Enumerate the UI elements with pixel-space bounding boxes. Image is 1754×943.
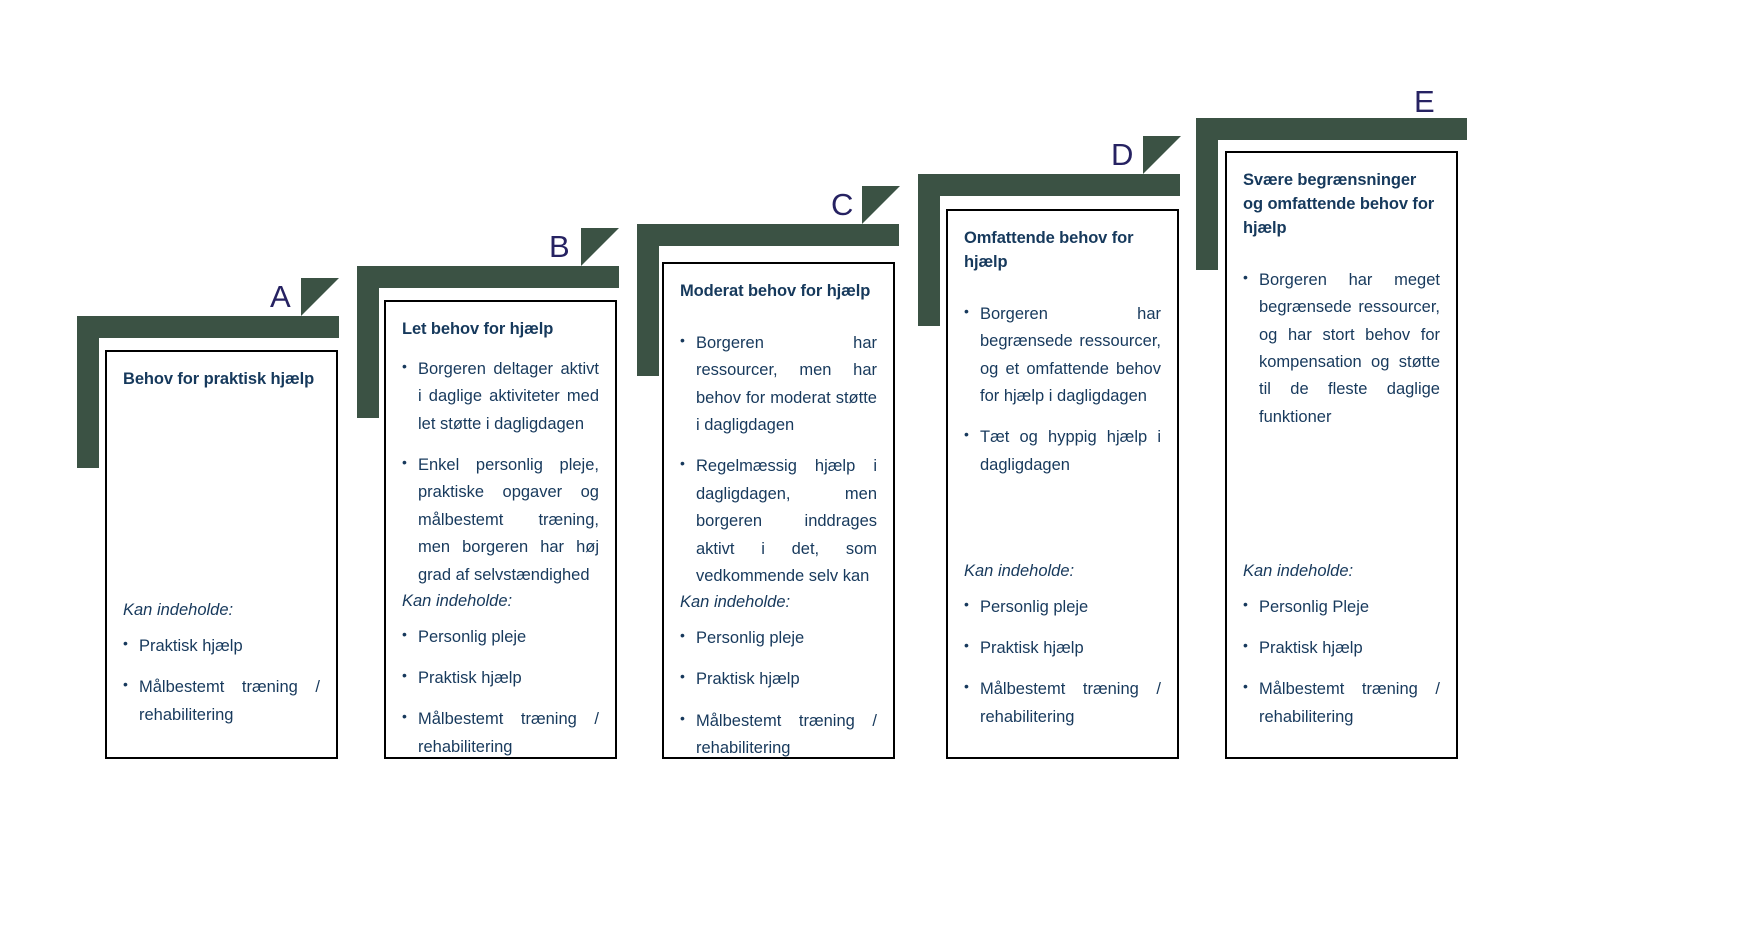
step-kan-label-c: Kan indeholde: xyxy=(680,593,791,612)
step-description-list-b: Borgeren deltager aktivt i daglige aktiv… xyxy=(402,355,599,589)
stage-bracket-top-b xyxy=(357,266,619,288)
step-card-a: Behov for praktisk hjælp Kan indeholde: … xyxy=(105,350,338,759)
stage-letter-d: D xyxy=(1111,137,1134,172)
step-description-a xyxy=(123,396,320,598)
list-item: Enkel personlig pleje, praktiske opgaver… xyxy=(402,451,599,589)
stage-letter-e: E xyxy=(1414,84,1436,119)
step-kan-label-d: Kan indeholde: xyxy=(964,561,1075,580)
step-title-b: Let behov for hjælp xyxy=(402,320,554,338)
step-kan-list-e: Personlig Pleje Praktisk hjælp Målbestem… xyxy=(1243,592,1440,732)
stage-bracket-left-a xyxy=(77,316,99,468)
stage-bracket-top-c xyxy=(637,224,899,246)
list-item: Praktisk hjælp xyxy=(123,632,320,660)
list-item: Personlig pleje xyxy=(964,592,1161,621)
step-description-list-d: Borgeren har begrænsede ressourcer, og e… xyxy=(964,300,1161,479)
stage-letter-b: B xyxy=(549,229,571,264)
stage-wedge-a xyxy=(301,278,339,316)
list-item: Personlig pleje xyxy=(680,624,877,652)
list-item: Borgeren deltager aktivt i daglige aktiv… xyxy=(402,355,599,438)
stage-bracket-left-c xyxy=(637,224,659,376)
list-item: Borgeren har ressourcer, men har behov f… xyxy=(680,329,877,440)
stage-bracket-left-e xyxy=(1196,118,1218,270)
step-card-e: Svære begrænsninger og omfattende behov … xyxy=(1225,151,1458,759)
list-item: Målbestemt træning / rehabilitering xyxy=(680,707,877,763)
list-item: Borgeren har begrænsede ressourcer, og e… xyxy=(964,300,1161,411)
list-item: Praktisk hjælp xyxy=(964,634,1161,662)
list-item: Målbestemt træning / rehabilitering xyxy=(123,673,320,729)
stage-bracket-left-d xyxy=(918,174,940,326)
stage-wedge-d xyxy=(1143,136,1181,174)
stage-bracket-top-a xyxy=(77,316,339,338)
stage-wedge-c xyxy=(862,186,900,224)
step-title-e: Svære begrænsninger og omfattende behov … xyxy=(1243,171,1435,237)
step-title-c: Moderat behov for hjælp xyxy=(680,282,871,300)
stage-bracket-top-e xyxy=(1196,118,1467,140)
stage-wedge-b xyxy=(581,228,619,266)
step-card-b: Let behov for hjælp Borgeren deltager ak… xyxy=(384,300,617,759)
step-description-list-e: Borgeren har meget begrænsede ressourcer… xyxy=(1243,266,1440,431)
list-item: Målbestemt træning / rehabilitering xyxy=(402,705,599,761)
list-item: Personlig pleje xyxy=(402,623,599,651)
list-item: Personlig Pleje xyxy=(1243,592,1440,621)
stage-letter-a: A xyxy=(270,279,292,314)
stage-bracket-left-b xyxy=(357,266,379,418)
step-card-d: Omfattende behov for hjælp Borgeren har … xyxy=(946,209,1179,759)
step-kan-label-a: Kan indeholde: xyxy=(123,601,234,620)
list-item: Praktisk hjælp xyxy=(1243,634,1440,662)
step-kan-label-b: Kan indeholde: xyxy=(402,591,513,610)
step-title-a: Behov for praktisk hjælp xyxy=(123,370,315,388)
stage-letter-c: C xyxy=(831,187,854,222)
step-kan-list-b: Personlig pleje Praktisk hjælp Målbestem… xyxy=(402,623,599,762)
list-item: Tæt og hyppig hjælp i dagligdagen xyxy=(964,423,1161,479)
list-item: Praktisk hjælp xyxy=(680,665,877,693)
list-item: Praktisk hjælp xyxy=(402,664,599,692)
step-kan-list-d: Personlig pleje Praktisk hjælp Målbestem… xyxy=(964,592,1161,732)
step-description-list-c: Borgeren har ressourcer, men har behov f… xyxy=(680,329,877,590)
step-card-c: Moderat behov for hjælp Borgeren har res… xyxy=(662,262,895,759)
step-kan-list-c: Personlig pleje Praktisk hjælp Målbestem… xyxy=(680,624,877,763)
list-item: Regelmæssig hjælp i dagligdagen, men bor… xyxy=(680,452,877,590)
stage-bracket-top-d xyxy=(918,174,1180,196)
list-item: Målbestemt træning / rehabilitering xyxy=(964,675,1161,731)
list-item: Borgeren har meget begrænsede ressourcer… xyxy=(1243,266,1440,431)
step-title-d: Omfattende behov for hjælp xyxy=(964,229,1134,271)
step-kan-list-a: Praktisk hjælp Målbestemt træning / reha… xyxy=(123,632,320,729)
step-kan-label-e: Kan indeholde: xyxy=(1243,561,1354,580)
list-item: Målbestemt træning / rehabilitering xyxy=(1243,675,1440,731)
